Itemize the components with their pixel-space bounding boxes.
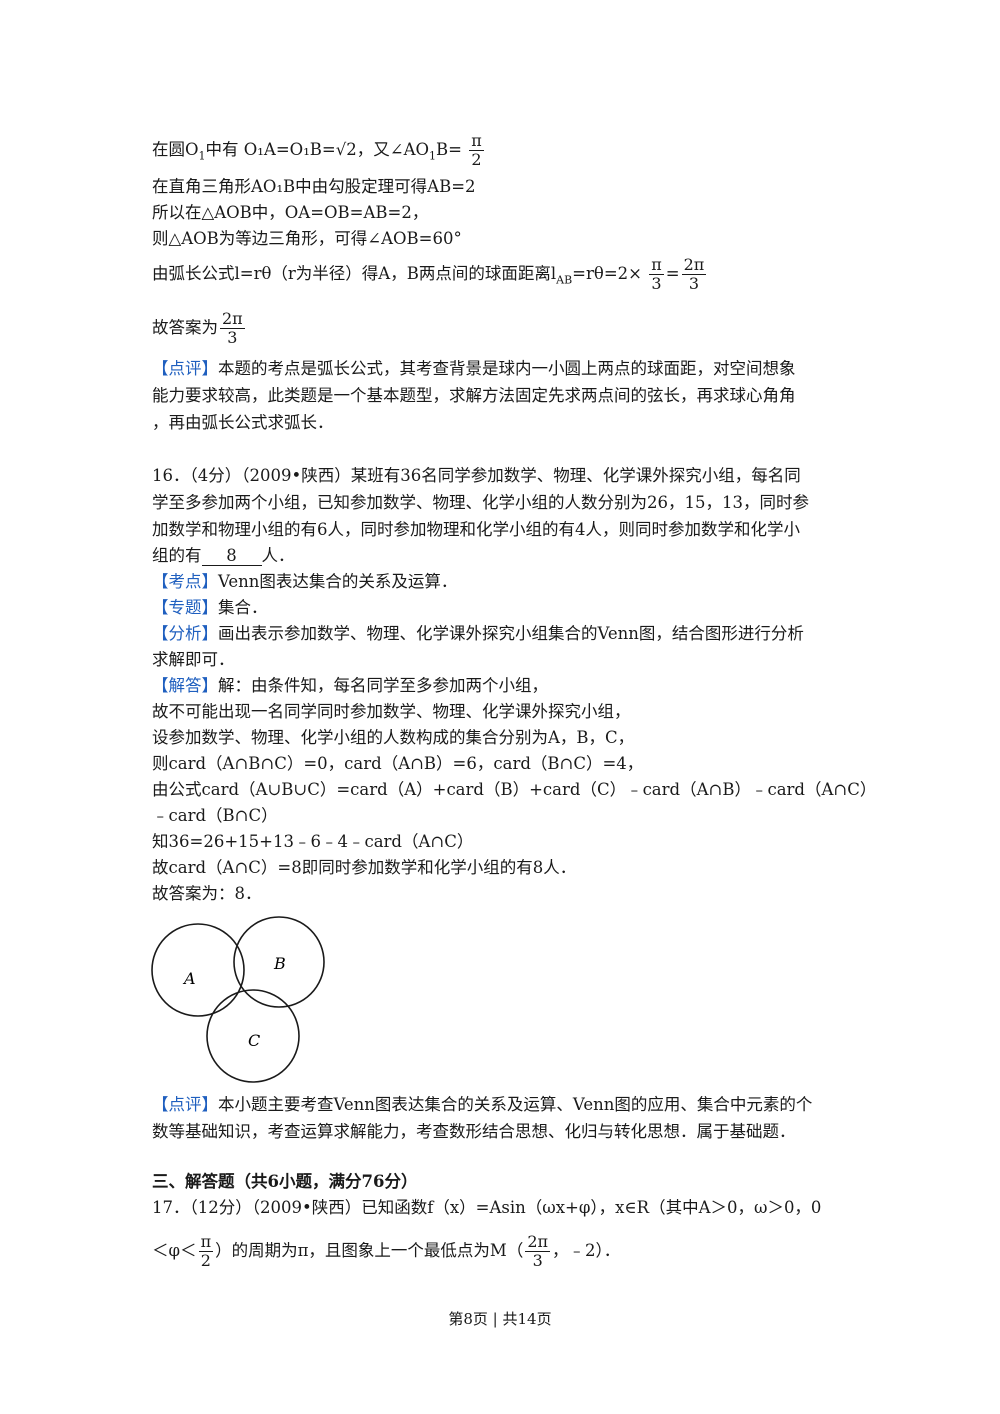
- solution-step: 知36=26+15+13﹣6﹣4﹣card（A∩C）: [152, 832, 474, 851]
- solution-line: 所以在△AOB中，OA=OB=AB=2，: [152, 203, 429, 222]
- venn-label-c: C: [248, 1031, 260, 1050]
- review-tag: 【点评】: [152, 359, 218, 378]
- venn-label-b: B: [273, 954, 286, 973]
- venn-circle-b: [233, 916, 325, 1008]
- venn-label-a: A: [182, 969, 196, 988]
- review-line: 【点评】本小题主要考查Venn图表达集合的关系及运算、Venn图的应用、集合中元…: [152, 1095, 813, 1114]
- answer-blank: 8: [201, 547, 262, 566]
- solution-line: 则△AOB为等边三角形，可得∠AOB=60°: [152, 229, 462, 248]
- venn-circle-a: [151, 923, 245, 1017]
- question-16-line: 学至多参加两个小组，已知参加数学、物理、化学小组的人数分别为26，15，13，同…: [152, 493, 809, 512]
- solution-step: 故不可能出现一名同学同时参加数学、物理、化学课外探究小组，: [152, 702, 631, 721]
- solution-step: 设参加数学、物理、化学小组的人数构成的集合分别为A，B，C，: [152, 728, 635, 747]
- zhuanti-tag: 【专题】: [152, 598, 218, 617]
- solution-step: 故答案为：8．: [152, 884, 262, 903]
- section-heading: 三、解答题（共6小题，满分76分）: [152, 1172, 418, 1191]
- solution-step: 故card（A∩C）=8即同时参加数学和化学小组的有8人．: [152, 858, 577, 877]
- page-footer: 第8页 | 共14页: [448, 1310, 552, 1328]
- solution-step: 由公式card（A∪B∪C）=card（A）+card（B）+card（C）﹣c…: [152, 780, 877, 799]
- review-tag: 【点评】: [152, 1095, 218, 1114]
- review-line: 能力要求较高，此类题是一个基本题型，求解方法固定先求两点间的弦长，再求球心角角: [152, 386, 796, 405]
- review-line: ，再由弧长公式求弧长．: [152, 413, 334, 432]
- review-line: 【点评】本题的考点是弧长公式，其考查背景是球内一小圆上两点的球面距，对空间想象: [152, 359, 796, 378]
- fenxi-tag: 【分析】: [152, 624, 218, 643]
- solution-line: 在直角三角形AO₁B中由勾股定理可得AB=2: [152, 177, 476, 196]
- solution-step: ﹣card（B∩C）: [152, 806, 278, 825]
- kaodian-line: 【考点】Venn图表达集合的关系及运算．: [152, 572, 458, 591]
- jieda-line: 【解答】解：由条件知，每名同学至多参加两个小组，: [152, 676, 548, 695]
- review-line: 数等基础知识，考查运算求解能力，考查数形结合思想、化归与转化思想．属于基础题．: [152, 1122, 796, 1141]
- jieda-tag: 【解答】: [152, 676, 218, 695]
- question-17-line: 17．（12分）（2009•陕西）已知函数f（x）=Asin（ωx+φ），x∈R…: [152, 1198, 822, 1217]
- fenxi-line: 求解即可．: [152, 650, 235, 669]
- solution-step: 则card（A∩B∩C）=0，card（A∩B）=6，card（B∩C）=4，: [152, 754, 644, 773]
- venn-circle-c: [206, 989, 300, 1083]
- question-16-line: 16．（4分）（2009•陕西）某班有36名同学参加数学、物理、化学课外探究小组…: [152, 466, 801, 485]
- kaodian-tag: 【考点】: [152, 572, 218, 591]
- question-16-line: 加数学和物理小组的有6人，同时参加物理和化学小组的有4人，则同时参加数学和化学小: [152, 520, 800, 539]
- fenxi-line: 【分析】画出表示参加数学、物理、化学课外探究小组集合的Venn图，结合图形进行分…: [152, 624, 804, 643]
- zhuanti-line: 【专题】集合．: [152, 598, 268, 617]
- venn-diagram: A B C: [151, 916, 325, 1083]
